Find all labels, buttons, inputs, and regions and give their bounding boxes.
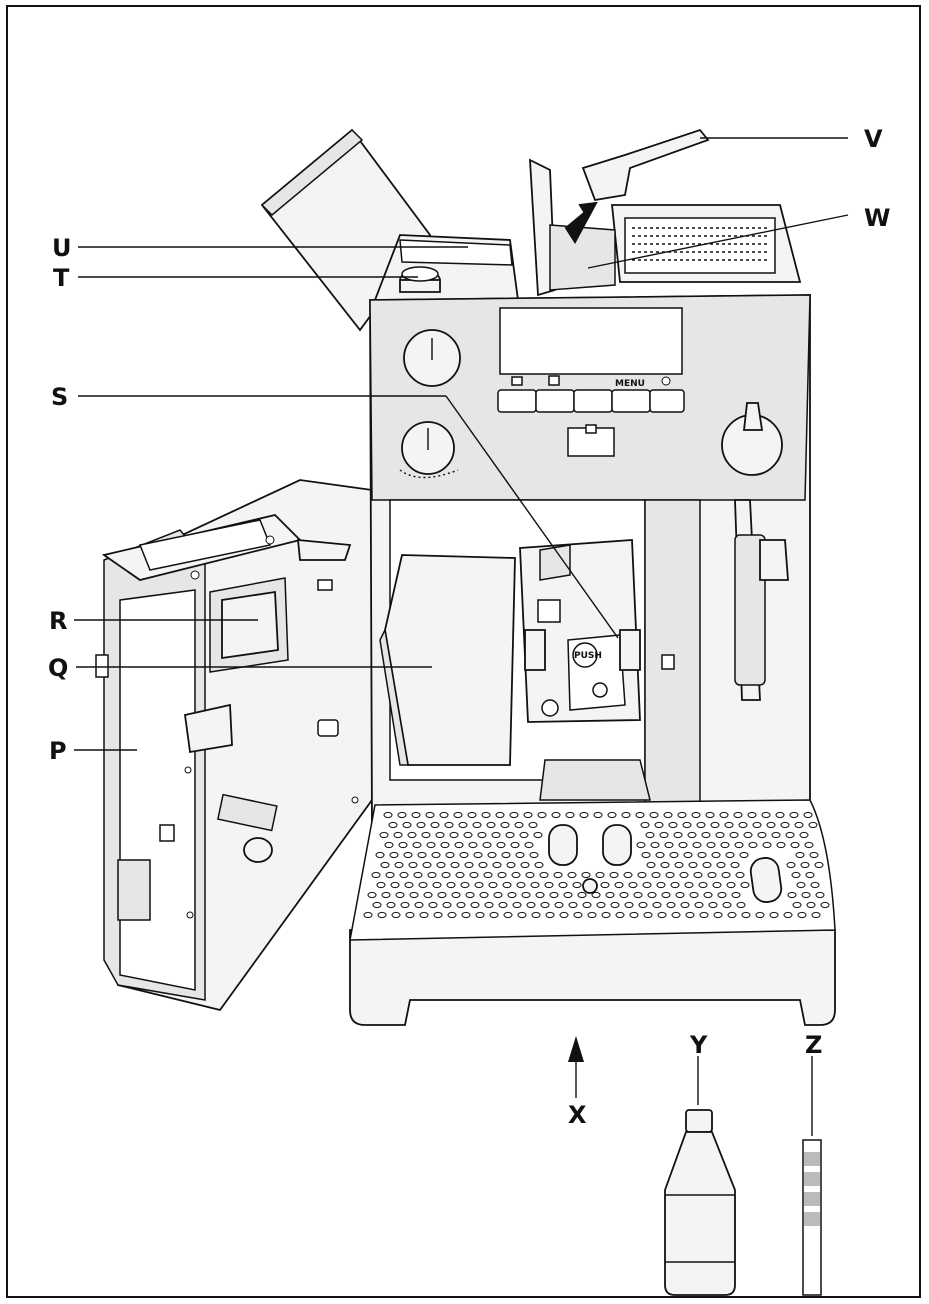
leader-w	[587, 214, 849, 269]
label-r: R	[49, 607, 67, 635]
label-x: X	[568, 1101, 587, 1129]
leader-lines	[74, 137, 849, 1136]
label-t: T	[53, 264, 70, 292]
water-hardness-test-strip	[802, 1139, 822, 1296]
control-buttons	[497, 375, 685, 457]
drip-tray-holes	[363, 811, 830, 919]
label-v: V	[864, 125, 883, 153]
label-q: Q	[48, 654, 68, 682]
machine-body	[369, 128, 811, 831]
water-tank	[95, 479, 373, 1012]
push-button-label: PUSH	[574, 651, 602, 661]
label-z: Z	[805, 1031, 822, 1059]
drip-tray	[349, 759, 836, 1026]
leader-s-diag	[445, 395, 619, 639]
arrow-x	[568, 1036, 584, 1098]
top-grille-holes	[632, 227, 770, 261]
label-u: U	[52, 234, 72, 262]
menu-button-label: MENU	[615, 379, 645, 389]
bean-hopper	[260, 128, 520, 332]
label-p: P	[49, 737, 67, 765]
label-w: W	[864, 204, 890, 232]
label-s: S	[51, 383, 68, 411]
label-y: Y	[689, 1031, 708, 1059]
descaler-bottle	[664, 1109, 736, 1296]
